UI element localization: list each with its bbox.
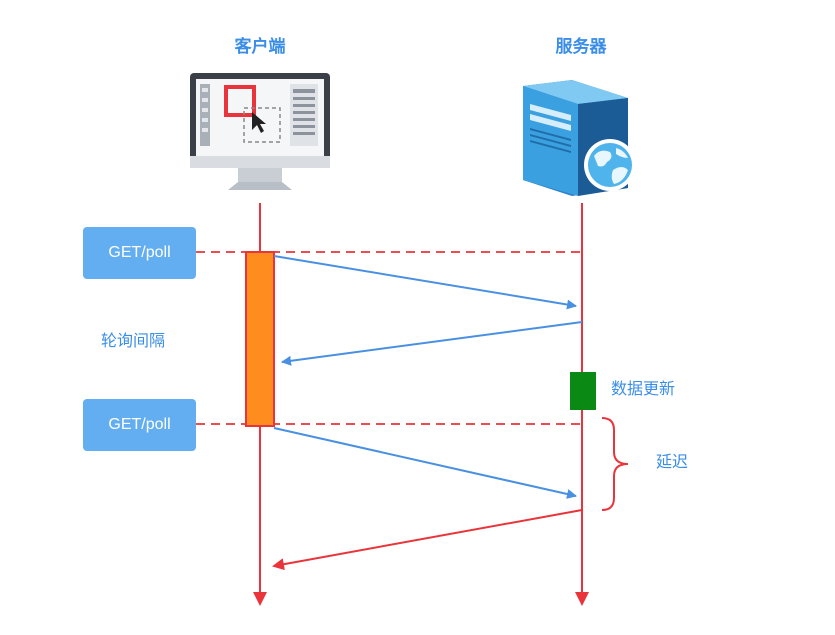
response-arrow-1 [281,321,583,366]
delay-label: 延迟 [656,452,689,471]
data-update-label: 数据更新 [611,379,676,398]
request-arrow-1 [273,255,577,310]
client-title: 客户端 [234,37,286,57]
client-lifeline-arrowhead [253,592,267,606]
response-arrow-2 [272,509,583,571]
desktop-monitor-icon [190,73,330,190]
server-globe-icon [523,80,636,196]
get-poll-request-box-2: GET/poll [83,399,196,451]
server-title: 服务器 [555,37,607,57]
poll-interval-label: 轮询间隔 [101,331,166,350]
server-lifeline-arrowhead [575,592,589,606]
get-poll-request-box-1: GET/poll [83,227,196,279]
request-arrow-2 [273,427,577,499]
client-activation-bar [245,251,275,427]
delay-brace [601,417,629,511]
server-data-update-bar [570,372,596,410]
